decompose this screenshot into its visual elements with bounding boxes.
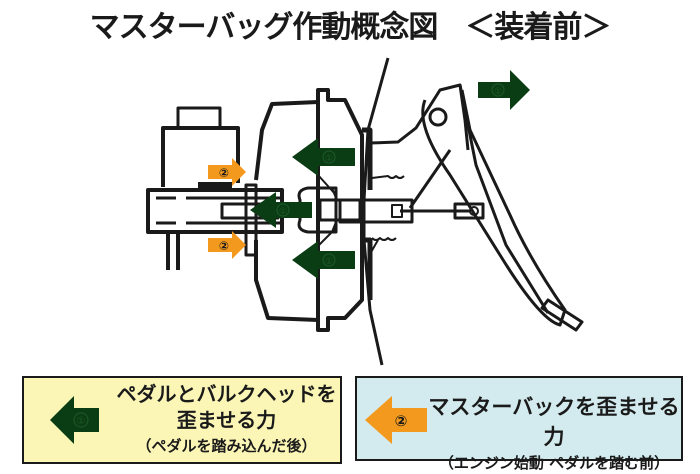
- legend-1-line-3: （ペダルを踏み込んだ後）: [136, 437, 317, 455]
- force-1-marker: ①: [494, 87, 502, 97]
- force-1-arrow-booster-center: ①: [250, 192, 312, 228]
- legend-2-arrow-icon: ②: [365, 396, 427, 444]
- force-1-marker: ①: [325, 154, 333, 164]
- legend-2-marker: ②: [395, 412, 408, 430]
- legend-1-line-2: 歪ませる力: [176, 408, 277, 432]
- force-1-arrow-booster-upper: ①: [292, 138, 355, 176]
- force-2-marker: ②: [219, 239, 229, 253]
- legend-force-2: ② マスターバックを歪ませる力 （エンジン始動 ペダルを踏む前）: [355, 376, 683, 472]
- bulkhead: [362, 57, 405, 366]
- legend-2-line-2: （エンジン始動 ペダルを踏む前）: [438, 454, 670, 472]
- legend-1-line-1: ペダルとバルクヘッドを: [116, 382, 337, 406]
- force-1-marker: ①: [325, 257, 333, 267]
- brake-pedal: [369, 83, 584, 332]
- title-main: マスターバッグ作動概念図: [89, 10, 439, 45]
- title-sub: ＜装着前＞: [465, 10, 611, 45]
- reservoir-tank: [161, 106, 240, 187]
- force-2-arrow-lower: ②: [208, 231, 246, 259]
- legend-2-line-1: マスターバックを歪ませる力: [428, 395, 680, 449]
- force-1-arrows: ① ① ① ①: [250, 70, 530, 279]
- legend-force-1: ① ペダルとバルクヘッドを 歪ませる力 （ペダルを踏み込んだ後）: [22, 376, 342, 464]
- force-2-arrow-upper: ②: [208, 158, 246, 186]
- force-2-marker: ②: [219, 166, 229, 180]
- force-1-marker: ①: [279, 207, 287, 217]
- master-cylinder: [146, 182, 284, 270]
- force-1-arrow-pedal: ①: [478, 70, 530, 110]
- force-1-arrow-booster-lower: ①: [292, 241, 355, 279]
- force-2-arrows: ② ②: [208, 158, 246, 259]
- diagram-title: マスターバッグ作動概念図 ＜装着前＞: [0, 2, 700, 46]
- legend-1-arrow-icon: ①: [50, 396, 99, 444]
- legend-1-marker: ①: [77, 416, 86, 427]
